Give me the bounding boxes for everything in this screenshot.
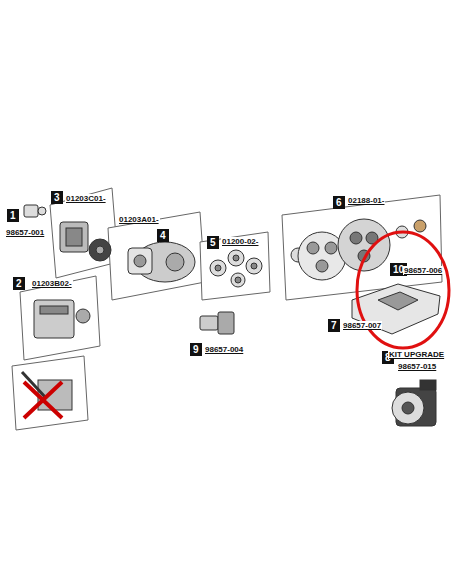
valve <box>231 273 245 287</box>
fitting <box>218 312 234 334</box>
fitting <box>200 316 218 330</box>
panel <box>20 276 100 360</box>
callout-box: 6 <box>333 196 345 209</box>
part-number: 02188-01- <box>347 196 385 205</box>
panel <box>282 195 442 300</box>
valve <box>233 255 239 261</box>
pump-head <box>134 255 146 267</box>
diaphragm <box>89 239 111 261</box>
callout-number: 4 <box>160 230 166 241</box>
housing <box>316 260 328 272</box>
fitting <box>24 205 38 217</box>
valve <box>235 277 241 283</box>
pump-kit <box>392 392 424 424</box>
pressure-switch <box>40 306 68 314</box>
callout-number: 3 <box>54 192 60 203</box>
part-number: 01203B02- <box>31 279 73 288</box>
callout-number: 2 <box>16 278 22 289</box>
valve <box>246 258 262 274</box>
callout-box: 3 <box>51 191 63 204</box>
callout-box: 2 <box>13 277 25 290</box>
callout-number: 7 <box>331 320 337 331</box>
panel <box>200 232 270 300</box>
gasket <box>60 222 88 252</box>
part-number: 98657-004 <box>204 345 244 354</box>
callout-number: 6 <box>336 197 342 208</box>
valve <box>210 260 226 276</box>
seal <box>414 220 426 232</box>
valve <box>215 265 221 271</box>
part-number: 98657-015 <box>397 362 437 371</box>
pressure-switch <box>34 300 74 338</box>
pump-head <box>128 248 152 274</box>
diaphragm <box>96 246 104 254</box>
cross <box>24 382 62 418</box>
callout-box: 4 <box>157 229 169 242</box>
housing <box>307 242 319 254</box>
callout-box: 9 <box>190 343 202 356</box>
callout-box: 7 <box>328 319 340 332</box>
part-number: 98657-007 <box>342 321 382 330</box>
callout-number: 5 <box>210 237 216 248</box>
part-number: 98657-006 <box>403 266 443 275</box>
part-number: 01203A01- <box>118 215 160 224</box>
housing <box>350 232 362 244</box>
part-number: 01200-02- <box>221 237 259 246</box>
valve <box>251 263 257 269</box>
valve <box>228 250 244 266</box>
highlight-circle <box>357 232 449 348</box>
callout-number: 9 <box>193 344 199 355</box>
pump-kit <box>402 402 414 414</box>
fitting <box>38 207 46 215</box>
panel <box>108 212 205 300</box>
callout-number: 1 <box>10 210 16 221</box>
gasket <box>66 228 82 246</box>
pump-kit <box>420 380 436 390</box>
housing <box>338 219 390 271</box>
pump-head <box>166 253 184 271</box>
washer <box>76 309 90 323</box>
callout-box: 5 <box>207 236 219 249</box>
part-number: 98657-001 <box>5 228 45 237</box>
part-number: KIT UPGRADE <box>388 350 445 359</box>
callout-box: 1 <box>7 209 19 222</box>
part-number: 01203C01- <box>65 194 107 203</box>
mounting-bracket <box>378 292 418 310</box>
panel <box>12 356 88 430</box>
cross <box>24 382 62 418</box>
housing <box>325 242 337 254</box>
